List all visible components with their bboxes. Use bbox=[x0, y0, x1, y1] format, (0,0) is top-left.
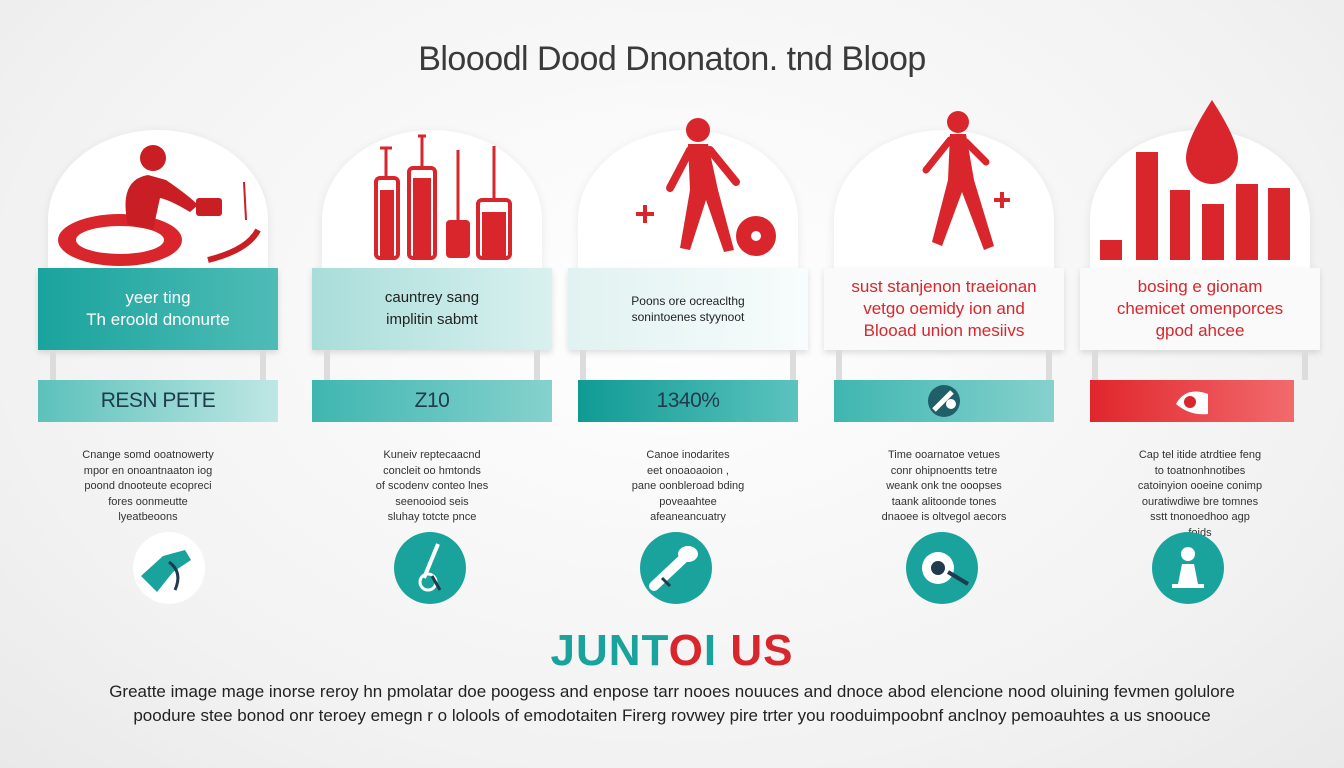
blood-tubes-icon bbox=[374, 134, 512, 260]
banner-line: Poons ore ocreaclthg bbox=[631, 294, 745, 308]
stem bbox=[836, 350, 842, 380]
column-5-description: Cap tel itide atrdtiee feng to toatnonhn… bbox=[1100, 448, 1300, 541]
banner-line: vetgo oemidy ion and bbox=[863, 299, 1025, 318]
banner-line: sonintoenes styynoot bbox=[631, 310, 745, 324]
column-4: sust stanjenon traeionan vetgo oemidy io… bbox=[824, 0, 1064, 620]
desc-line: ouratiwdiwe bre tomnes bbox=[1141, 495, 1259, 508]
stem bbox=[790, 350, 796, 380]
column-1-description: Cnange somd ooatnowerty mpor en onoantna… bbox=[48, 448, 248, 526]
walking-person-icon bbox=[922, 111, 1010, 250]
stem bbox=[1092, 350, 1098, 380]
column-5: bosing e gionam chemicet omenporces gpod… bbox=[1080, 0, 1320, 620]
column-2-circle bbox=[394, 532, 466, 604]
desc-line: Time ooarnatoe vetues bbox=[887, 449, 1001, 461]
desc-line: conr ohipnoentts tetre bbox=[890, 464, 998, 477]
blood-drop-chart-icon bbox=[1100, 100, 1290, 260]
bandage-icon bbox=[928, 385, 960, 417]
column-2-description: Kuneiv reptecaacnd concleit oo hmtonds o… bbox=[332, 448, 532, 526]
banner-line: yeer ting bbox=[125, 288, 191, 307]
desc-line: taank alitoonde tones bbox=[891, 495, 997, 508]
footer-line: Greatte image mage inorse reroy hn pmola… bbox=[109, 682, 1235, 701]
arm-bandage-icon bbox=[133, 532, 205, 604]
desc-line: weank onk tne ooopses bbox=[886, 480, 1002, 492]
banner-line: sust stanjenon traeionan bbox=[851, 277, 1037, 296]
desc-line: sstt tnonoedhoo agp bbox=[1150, 511, 1250, 523]
column-3-circle bbox=[640, 532, 712, 604]
column-1-circle bbox=[133, 532, 205, 604]
donor-reclining-icon bbox=[58, 145, 261, 266]
column-4-tab bbox=[834, 380, 1054, 422]
desc-line: mpor en onoantnaaton iog bbox=[83, 464, 213, 477]
column-4-description: Time ooarnatoe vetues conr ohipnoentts t… bbox=[844, 448, 1044, 526]
hand-heart-icon bbox=[1176, 391, 1208, 415]
column-2-tab: Z10 bbox=[312, 380, 552, 422]
bandaged-arm-icon bbox=[649, 546, 698, 591]
footer-line: poodure stee bonod onr teroey emegn r o … bbox=[133, 706, 1211, 725]
column-1: yeer ting Th eroold dnonurte RESN PETE C… bbox=[38, 0, 278, 620]
stem bbox=[50, 350, 56, 380]
desc-line: afeaneancuatry bbox=[650, 511, 726, 523]
column-1-tab: RESN PETE bbox=[38, 380, 278, 422]
desc-line: to toatnonhnotibes bbox=[1154, 464, 1246, 477]
column-3-tab: 1340% bbox=[578, 380, 798, 422]
desc-line: Cnange somd ooatnowerty bbox=[82, 449, 214, 461]
column-3-banner: Poons ore ocreaclthg sonintoenes styynoo… bbox=[568, 268, 808, 350]
banner-line: implitin sabmt bbox=[386, 311, 478, 328]
desc-line: pane oonbleroad bding bbox=[631, 480, 745, 492]
column-2-banner: cauntrey sang implitin sabmt bbox=[312, 268, 552, 350]
needle-icon bbox=[418, 543, 442, 592]
page-title: Blooodl Dood Dnonaton. tnd Bloop bbox=[418, 40, 926, 78]
banner-line: bosing e gionam bbox=[1137, 277, 1263, 296]
logo-o: O bbox=[668, 626, 704, 675]
stem bbox=[534, 350, 540, 380]
desc-line: poond dnooteute ecopreci bbox=[84, 480, 212, 492]
desc-line: catoinyion ooeine conimp bbox=[1137, 480, 1263, 492]
column-2: cauntrey sang implitin sabmt Z10 Kuneiv … bbox=[312, 0, 552, 620]
column-4-circle bbox=[906, 532, 978, 604]
desc-line: lyeatbeoons bbox=[118, 511, 178, 523]
desc-line: fores oonmeutte bbox=[108, 495, 188, 508]
desc-line: dnaoee is oltvegol aecors bbox=[881, 511, 1007, 523]
banner-line: Blooad union mesiivs bbox=[863, 321, 1025, 340]
walking-donor-icon bbox=[636, 118, 776, 256]
footer-text: Greatte image mage inorse reroy hn pmola… bbox=[0, 680, 1344, 728]
donation-bag-icon bbox=[922, 552, 970, 586]
desc-line: poveaahtee bbox=[659, 495, 717, 508]
desc-line: eet onoaoaoion , bbox=[647, 464, 729, 477]
logo-text-2: US bbox=[730, 626, 794, 675]
column-1-banner: yeer ting Th eroold dnonurte bbox=[38, 268, 278, 350]
seated-person-icon bbox=[1172, 547, 1204, 588]
column-4-banner: sust stanjenon traeionan vetgo oemidy io… bbox=[824, 268, 1064, 350]
banner-line: gpod ahcee bbox=[1155, 321, 1245, 340]
banner-line: chemicet omenporces bbox=[1116, 299, 1284, 318]
desc-line: Canoe inodarites bbox=[646, 449, 730, 461]
brand-logo: JUNTOI US bbox=[0, 626, 1344, 676]
column-3: Poons ore ocreaclthg sonintoenes styynoo… bbox=[568, 0, 808, 620]
desc-line: sluhay totcte pnce bbox=[387, 511, 477, 523]
column-5-circle bbox=[1152, 532, 1224, 604]
logo-text: JUNT bbox=[550, 626, 669, 675]
column-3-description: Canoe inodarites eet onoaoaoion , pane o… bbox=[588, 448, 788, 526]
desc-line: concleit oo hmtonds bbox=[383, 464, 481, 477]
desc-line: Kuneiv reptecaacnd bbox=[383, 449, 481, 461]
desc-line: Cap tel itide atrdtiee feng bbox=[1138, 449, 1262, 461]
banner-line: cauntrey sang bbox=[384, 289, 480, 306]
column-5-tab bbox=[1090, 380, 1294, 422]
stem bbox=[580, 350, 586, 380]
stem bbox=[324, 350, 330, 380]
stem bbox=[260, 350, 266, 380]
desc-line: seenooiod seis bbox=[395, 495, 469, 508]
stem bbox=[1046, 350, 1052, 380]
logo-i: I bbox=[703, 626, 718, 675]
banner-line: Th eroold dnonurte bbox=[86, 310, 230, 329]
stem bbox=[1302, 350, 1308, 380]
column-5-banner: bosing e gionam chemicet omenporces gpod… bbox=[1080, 268, 1320, 350]
desc-line: of scodenv conteo lnes bbox=[375, 480, 489, 492]
